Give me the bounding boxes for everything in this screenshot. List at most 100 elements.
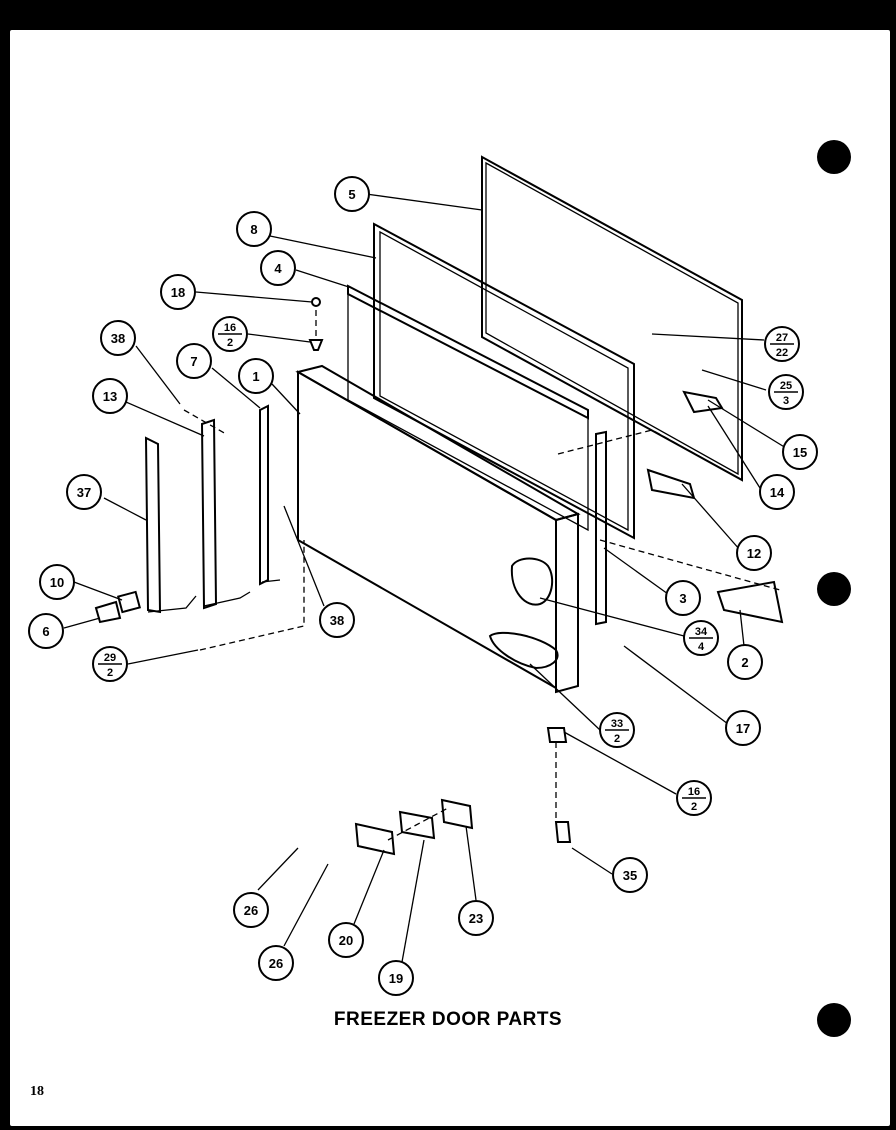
callout-number: 13 — [103, 389, 117, 404]
callout-number: 19 — [389, 971, 403, 986]
diagram-title: FREEZER DOOR PARTS — [333, 1009, 563, 1030]
callout-number: 5 — [348, 187, 355, 202]
callout-number: 38 — [330, 613, 344, 628]
callout-circle — [28, 613, 64, 649]
callout-quantity: 2 — [107, 667, 113, 679]
callout-circle — [782, 434, 818, 470]
callout-c23: 23 — [458, 900, 494, 936]
callout-number: 27 — [776, 332, 788, 344]
callout-number: 2 — [741, 655, 748, 670]
callout-circle — [236, 211, 272, 247]
callout-c19: 19 — [378, 960, 414, 996]
callout-number: 26 — [269, 956, 283, 971]
callout-number: 37 — [77, 485, 91, 500]
callout-number: 34 — [695, 626, 708, 638]
callout-leaders — [63, 193, 787, 963]
binder-hole-bottom — [817, 1003, 851, 1037]
callout-number: 29 — [104, 652, 116, 664]
callout-circle — [334, 176, 370, 212]
callout-c6: 6 — [28, 613, 64, 649]
callout-circle — [378, 960, 414, 996]
callout-c13: 13 — [92, 378, 128, 414]
callout-c26a: 26 — [233, 892, 269, 928]
hardware-parts — [94, 297, 784, 856]
callout-number: 15 — [793, 445, 807, 460]
callout-circle — [665, 580, 701, 616]
callout-c34: 344 — [683, 620, 719, 656]
callout-c12: 12 — [736, 535, 772, 571]
door-gasket — [481, 155, 743, 482]
callout-quantity: 2 — [227, 337, 233, 349]
callout-number: 7 — [190, 354, 197, 369]
callout-c38a: 38 — [100, 320, 136, 356]
callout-c16b: 162 — [676, 780, 712, 816]
binder-hole-top — [817, 140, 851, 174]
callout-number: 12 — [747, 546, 761, 561]
callout-number: 25 — [780, 380, 792, 392]
callout-number: 35 — [623, 868, 637, 883]
page-number: 18 — [30, 1084, 44, 1099]
callout-circle — [725, 710, 761, 746]
callout-number: 3 — [679, 591, 686, 606]
callout-c29: 292 — [92, 646, 128, 682]
callout-c7: 7 — [176, 343, 212, 379]
callout-number: 16 — [688, 786, 700, 798]
door-liner — [347, 284, 589, 532]
callout-number: 6 — [42, 624, 49, 639]
callout-number: 18 — [171, 285, 185, 300]
callout-c5: 5 — [334, 176, 370, 212]
callout-circle — [612, 857, 648, 893]
callout-c10: 10 — [39, 564, 75, 600]
callout-c35: 35 — [612, 857, 648, 893]
callout-circle — [260, 250, 296, 286]
callout-quantity: 2 — [691, 801, 697, 813]
binder-hole-middle — [817, 572, 851, 606]
callout-number: 10 — [50, 575, 64, 590]
callout-circle — [736, 535, 772, 571]
callout-number: 20 — [339, 933, 353, 948]
callout-circle — [92, 378, 128, 414]
callout-number: 17 — [736, 721, 750, 736]
callout-number: 16 — [224, 322, 236, 334]
callout-c8: 8 — [236, 211, 272, 247]
callout-c16a: 162 — [212, 316, 248, 352]
callout-quantity: 4 — [698, 641, 705, 653]
callout-number: 33 — [611, 718, 623, 730]
callout-number: 1 — [252, 369, 259, 384]
callout-number: 26 — [244, 903, 258, 918]
callout-number: 23 — [469, 911, 483, 926]
callout-number: 8 — [250, 222, 257, 237]
callout-c37: 37 — [66, 474, 102, 510]
callout-circle — [258, 945, 294, 981]
callout-c26b: 26 — [258, 945, 294, 981]
callout-circle — [328, 922, 364, 958]
callout-c20: 20 — [328, 922, 364, 958]
callout-c15: 15 — [782, 434, 818, 470]
callout-circle — [727, 644, 763, 680]
callout-c18: 18 — [160, 274, 196, 310]
callout-circle — [100, 320, 136, 356]
callout-c2: 2 — [727, 644, 763, 680]
callout-number: 4 — [274, 261, 282, 276]
callout-c33: 332 — [599, 712, 635, 748]
callout-c4: 4 — [260, 250, 296, 286]
callout-quantity: 3 — [783, 395, 789, 407]
callout-quantity: 2 — [614, 733, 620, 745]
side-trim-strip — [595, 430, 607, 626]
left-trim-strips — [144, 404, 281, 614]
callout-c14: 14 — [759, 474, 795, 510]
callout-c38b: 38 — [319, 602, 355, 638]
callout-circle — [759, 474, 795, 510]
callout-circle — [233, 892, 269, 928]
inner-door-liner — [373, 222, 635, 540]
callout-quantity: 22 — [776, 347, 788, 359]
callout-circle — [66, 474, 102, 510]
parts-sheet — [10, 30, 890, 1126]
callout-number: 14 — [770, 485, 785, 500]
callout-circle — [39, 564, 75, 600]
callout-c1: 1 — [238, 358, 274, 394]
callout-c25: 253 — [768, 374, 804, 410]
callout-c3: 3 — [665, 580, 701, 616]
